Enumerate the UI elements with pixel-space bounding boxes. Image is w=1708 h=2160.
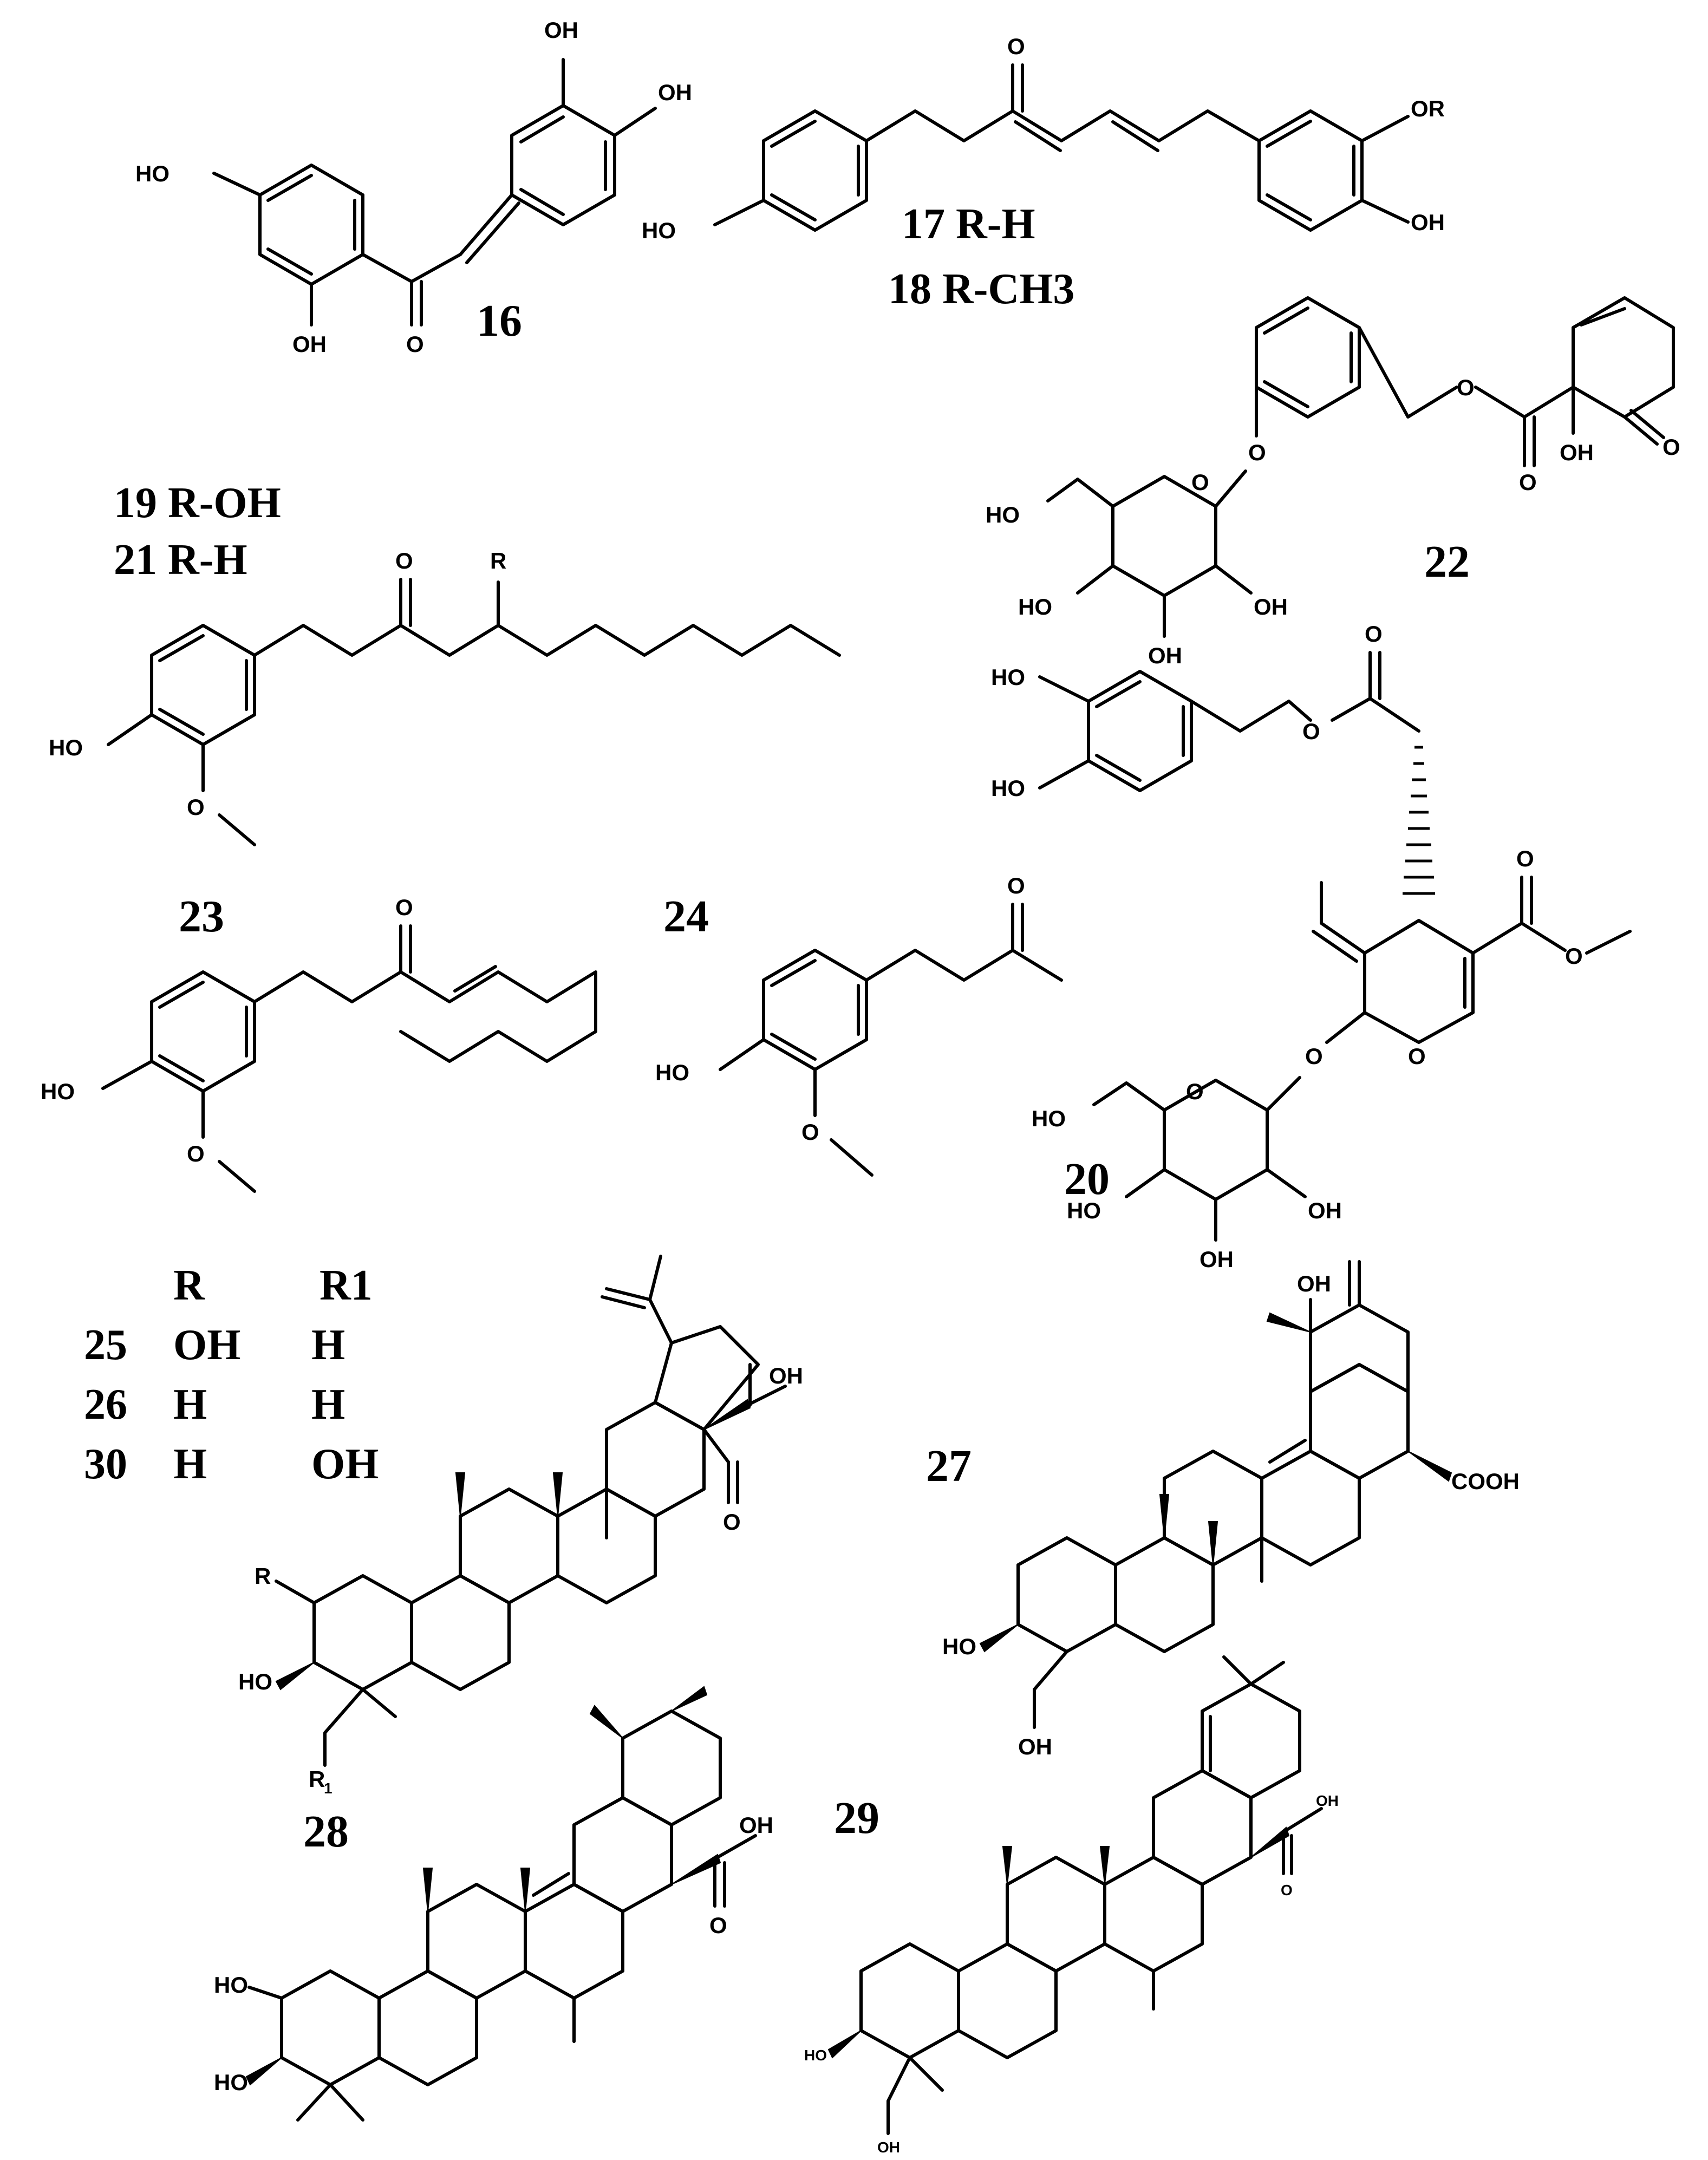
compound-23: 23 HO O O xyxy=(41,891,597,1193)
compound-29: 29 OH O HO OH xyxy=(804,1655,1339,2156)
o-carbonyl-29: O xyxy=(1281,1882,1293,1898)
compound-number-28: 28 xyxy=(303,1806,349,1857)
compound-number-20: 20 xyxy=(1064,1154,1110,1204)
table-row-num: 26 xyxy=(84,1381,127,1428)
r-label-19: R xyxy=(490,548,506,573)
oh-label-16b: OH xyxy=(292,331,327,357)
ho-label-16a: HO xyxy=(135,161,170,186)
compound-24: 24 HO O O xyxy=(655,873,1063,1177)
oh-label-16c: OH xyxy=(544,17,578,43)
table-row-r: OH xyxy=(173,1321,240,1369)
o-ketone-19: O xyxy=(395,548,413,573)
ho-label-28c: HO xyxy=(214,2070,248,2095)
oh-label-22a: OH xyxy=(1560,440,1594,465)
o-methoxy-19: O xyxy=(187,794,205,820)
cooh-label-27: COOH xyxy=(1451,1469,1520,1494)
ho-label-20c: HO xyxy=(1032,1106,1066,1131)
o-ester-20: O xyxy=(1302,719,1320,744)
compound-number-29: 29 xyxy=(834,1793,879,1843)
o-ketone-24: O xyxy=(1007,873,1025,898)
o-ester-22: O xyxy=(1457,375,1475,400)
table-row-r1: H xyxy=(311,1381,345,1428)
table-header-r1: R1 xyxy=(320,1262,373,1309)
compound-16: HO OH O OH OH 16 xyxy=(135,17,692,357)
compound-number-27: 27 xyxy=(926,1441,972,1491)
table-row-r1: OH xyxy=(311,1440,379,1488)
o-glycosidic-20: O xyxy=(1305,1043,1323,1069)
o-ring-20: O xyxy=(1408,1043,1426,1069)
compound-28: 28 OH O HO HO xyxy=(214,1686,773,2122)
compound-22: O O OH O O O HO HO OH OH 22 xyxy=(986,296,1680,668)
oh-label-22c: OH xyxy=(1148,643,1182,668)
compound-label-17: 17 R-H xyxy=(902,200,1035,248)
o-glycosidic-22: O xyxy=(1248,440,1266,465)
o-methoxy-24: O xyxy=(801,1119,819,1145)
o-ring-22: O xyxy=(1191,469,1209,495)
o-ketone-23: O xyxy=(395,895,413,920)
o-ketone-22: O xyxy=(1663,434,1680,460)
oh-label-29c: OH xyxy=(877,2139,900,2156)
compound-17-18: HO O OR OH 17 R-H 18 R-CH3 xyxy=(642,34,1445,313)
o-label-17: O xyxy=(1007,34,1025,59)
ho-label-27b: HO xyxy=(942,1634,976,1659)
compound-label-18: 18 R-CH3 xyxy=(888,265,1074,313)
ho-label-25: HO xyxy=(238,1669,272,1694)
o-carbonyl-28: O xyxy=(709,1913,727,1938)
o-carbonyl-20b: O xyxy=(1516,846,1534,871)
compound-27: 27 OH COOH HO OH xyxy=(926,1260,1520,1759)
o-label-16: O xyxy=(406,331,424,357)
ho-label-19: HO xyxy=(49,735,83,760)
r1-label-25: R xyxy=(309,1766,325,1792)
table-row-r: H xyxy=(173,1381,207,1428)
table-row-r: H xyxy=(173,1440,207,1488)
compound-number-24: 24 xyxy=(663,891,709,942)
hashed-bond-20 xyxy=(1403,746,1435,895)
ho-label-29b: HO xyxy=(804,2047,827,2064)
o-carbonyl-20a: O xyxy=(1365,621,1383,647)
oh-label-28a: OH xyxy=(739,1812,773,1838)
compound-label-19: 19 R-OH xyxy=(114,479,281,527)
oh-label-22d: OH xyxy=(1254,594,1288,619)
ho-label-24: HO xyxy=(655,1060,689,1085)
oh-label-25a: OH xyxy=(769,1363,803,1388)
compound-number-16: 16 xyxy=(477,296,522,346)
compound-19-21: 19 R-OH 21 R-H HO O O R xyxy=(49,479,841,846)
compound-20: HO HO O O O O xyxy=(991,621,1632,1272)
table-header-r: R xyxy=(173,1262,205,1309)
oh-label-27a: OH xyxy=(1297,1271,1331,1296)
r1-subscript-25: 1 xyxy=(324,1780,333,1797)
ho-label-20d: HO xyxy=(1067,1198,1101,1223)
ho-label-20b: HO xyxy=(991,775,1025,801)
compound-label-21: 21 R-H xyxy=(114,536,247,584)
o-methyl-20: O xyxy=(1565,943,1583,969)
table-row-num: 25 xyxy=(84,1321,127,1369)
o-carbonyl-25: O xyxy=(723,1509,741,1535)
oh-label-20e: OH xyxy=(1199,1247,1234,1272)
ho-label-28b: HO xyxy=(214,1972,248,1998)
substituent-table: R R1 25 OH H 26 H H 30 H OH xyxy=(84,1262,379,1488)
ho-label-17a: HO xyxy=(642,218,676,243)
o-methoxy-23: O xyxy=(187,1141,205,1166)
ho-label-22a: HO xyxy=(986,502,1020,527)
o-carbonyl-22: O xyxy=(1519,469,1537,495)
compound-number-23: 23 xyxy=(179,891,224,942)
oh-label-16d: OH xyxy=(658,80,692,105)
table-row-num: 30 xyxy=(84,1440,127,1488)
compound-number-22: 22 xyxy=(1424,537,1470,587)
oh-label-17b: OH xyxy=(1411,210,1445,235)
o-sugar-20: O xyxy=(1186,1079,1204,1104)
oh-label-20f: OH xyxy=(1308,1198,1342,1223)
or-label-17: OR xyxy=(1411,96,1445,121)
r-label-25: R xyxy=(255,1563,271,1589)
ho-label-23: HO xyxy=(41,1079,75,1104)
ho-label-22b: HO xyxy=(1018,594,1052,619)
compound-25-26-30-skeleton: OH O R HO R 1 xyxy=(238,1255,803,1797)
ho-label-20a: HO xyxy=(991,664,1025,690)
oh-label-27c: OH xyxy=(1018,1734,1052,1759)
oh-label-29a: OH xyxy=(1316,1792,1339,1809)
table-row-r1: H xyxy=(311,1321,345,1369)
